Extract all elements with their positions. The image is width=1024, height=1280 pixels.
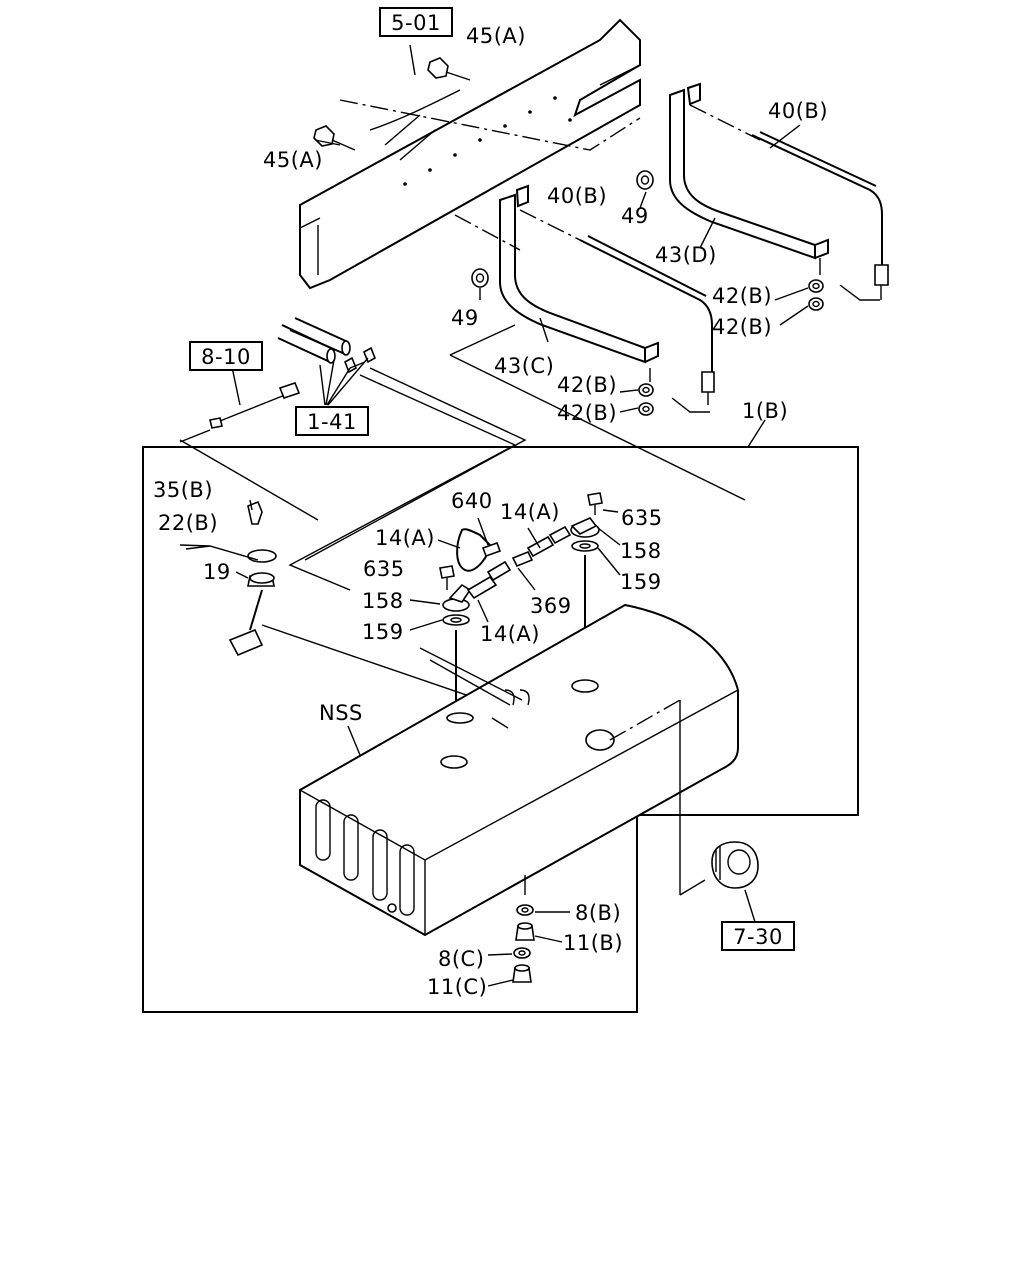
callout-14a-3: 14(A) — [480, 622, 540, 646]
nut-42b-2-icon — [808, 297, 824, 311]
callout-635-right: 635 — [621, 506, 663, 530]
callout-158-left: 158 — [362, 589, 404, 613]
callout-42b-1: 42(B) — [712, 284, 772, 308]
callout-159-right: 159 — [620, 570, 662, 594]
strap-40b-mid — [579, 235, 715, 405]
callout-635-left: 635 — [363, 557, 405, 581]
fitting-158-left — [442, 583, 472, 612]
callout-640: 640 — [451, 489, 493, 513]
plug-11c-icon — [512, 964, 532, 983]
fuel-tank — [299, 603, 739, 937]
ref-1-41-label: 1-41 — [307, 410, 357, 434]
washer-8c-icon — [513, 947, 531, 959]
ref-box-5-01[interactable]: 5-01 — [379, 7, 453, 37]
nut-42b-1-icon — [808, 279, 824, 293]
ref-box-1-41[interactable]: 1-41 — [295, 406, 369, 436]
wiring-harness — [209, 382, 301, 429]
callout-42b-4: 42(B) — [557, 401, 617, 425]
bolt-635-left-icon — [439, 565, 455, 590]
gasket-159-left — [442, 614, 470, 626]
callout-369: 369 — [530, 594, 572, 618]
bolt-45a-top-icon — [427, 57, 471, 81]
hose-14a-connectors — [466, 525, 572, 600]
callout-11b: 11(B) — [563, 931, 623, 955]
callout-14a-2: 14(A) — [500, 500, 560, 524]
callout-159-left: 159 — [362, 620, 404, 644]
hose-loop-640 — [456, 528, 502, 572]
callout-8c: 8(C) — [438, 947, 484, 971]
callout-49-right: 49 — [621, 204, 649, 228]
callout-45a-left: 45(A) — [263, 148, 323, 172]
callout-40b-right: 40(B) — [768, 99, 828, 123]
nut-42b-3-icon — [638, 383, 654, 397]
plug-11b-icon — [515, 922, 535, 941]
callout-42b-2: 42(B) — [712, 315, 772, 339]
callout-43c: 43(C) — [494, 354, 554, 378]
callout-43d: 43(D) — [655, 243, 717, 267]
fitting-158-right — [570, 517, 600, 538]
callout-49-left: 49 — [451, 306, 479, 330]
callout-19: 19 — [203, 560, 231, 584]
bracket-43c — [499, 184, 659, 364]
callout-8b: 8(B) — [575, 901, 621, 925]
ref-7-30-label: 7-30 — [733, 925, 783, 949]
callout-42b-3: 42(B) — [557, 373, 617, 397]
ref-box-7-30[interactable]: 7-30 — [721, 921, 795, 951]
ref-5-01-label: 5-01 — [391, 11, 441, 35]
washer-8b-icon — [516, 904, 534, 916]
filler-cap-icon — [711, 841, 759, 889]
callout-11c: 11(C) — [427, 975, 487, 999]
chassis-frame-rail — [299, 18, 641, 290]
callout-40b-mid: 40(B) — [547, 184, 607, 208]
callout-1b: 1(B) — [742, 399, 788, 423]
nut-49-left-icon — [471, 268, 489, 288]
bolt-635-right-icon — [587, 492, 603, 515]
bracket-43d — [669, 82, 829, 260]
callout-14a-1: 14(A) — [375, 526, 435, 550]
callout-22b: 22(B) — [158, 511, 218, 535]
bolt-45a-left-icon — [313, 125, 356, 151]
nut-42b-4-icon — [638, 402, 654, 416]
callout-45a-top: 45(A) — [466, 24, 526, 48]
nut-49-right-icon — [636, 170, 654, 190]
fuel-hoses-group — [277, 317, 377, 374]
callout-158-right: 158 — [620, 539, 662, 563]
gasket-159-right — [571, 540, 599, 552]
ref-box-8-10[interactable]: 8-10 — [189, 341, 263, 371]
callout-35b: 35(B) — [153, 478, 213, 502]
callout-nss: NSS — [319, 701, 363, 725]
ref-8-10-label: 8-10 — [201, 345, 251, 369]
